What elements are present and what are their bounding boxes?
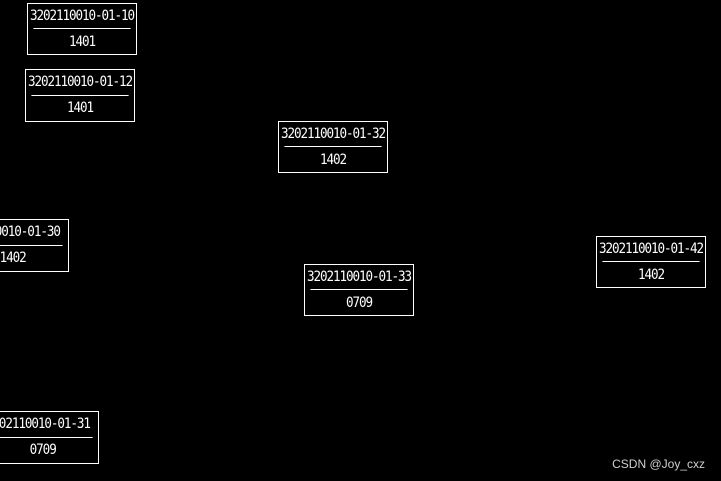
parcel-label[interactable]: 3202110010-01-32 1402 [278, 121, 388, 173]
parcel-code: 3202110010-01-32 [281, 122, 386, 147]
parcel-code: 3202110010-01-10 [30, 4, 135, 29]
parcel-label[interactable]: 3202110010-01-33 0709 [304, 264, 414, 316]
parcel-value: 1402 [0, 250, 27, 267]
parcel-label[interactable]: 3202110010-01-10 1401 [27, 3, 137, 55]
parcel-label[interactable]: 202110010-01-31 0709 [0, 411, 99, 464]
parcel-code: 3202110010-01-12 [28, 70, 133, 96]
parcel-label[interactable]: 3202110010-01-12 1401 [25, 69, 135, 122]
parcel-value: 1402 [637, 266, 665, 283]
parcel-label[interactable]: 3202110010-01-42 1402 [596, 236, 706, 288]
parcel-value: 1401 [66, 100, 94, 117]
parcel-value: 1401 [68, 33, 96, 50]
watermark: CSDN @Joy_cxz [612, 457, 705, 471]
parcel-code: 202110010-01-31 [0, 412, 93, 438]
parcel-code: 3202110010-01-42 [599, 237, 704, 262]
parcel-label[interactable]: 0010-01-30 1402 [0, 219, 69, 272]
parcel-value: 0709 [29, 442, 57, 459]
parcel-code: 3202110010-01-33 [307, 265, 412, 290]
parcel-code: 0010-01-30 [0, 220, 63, 246]
parcel-value: 0709 [345, 294, 373, 311]
parcel-value: 1402 [319, 151, 347, 168]
